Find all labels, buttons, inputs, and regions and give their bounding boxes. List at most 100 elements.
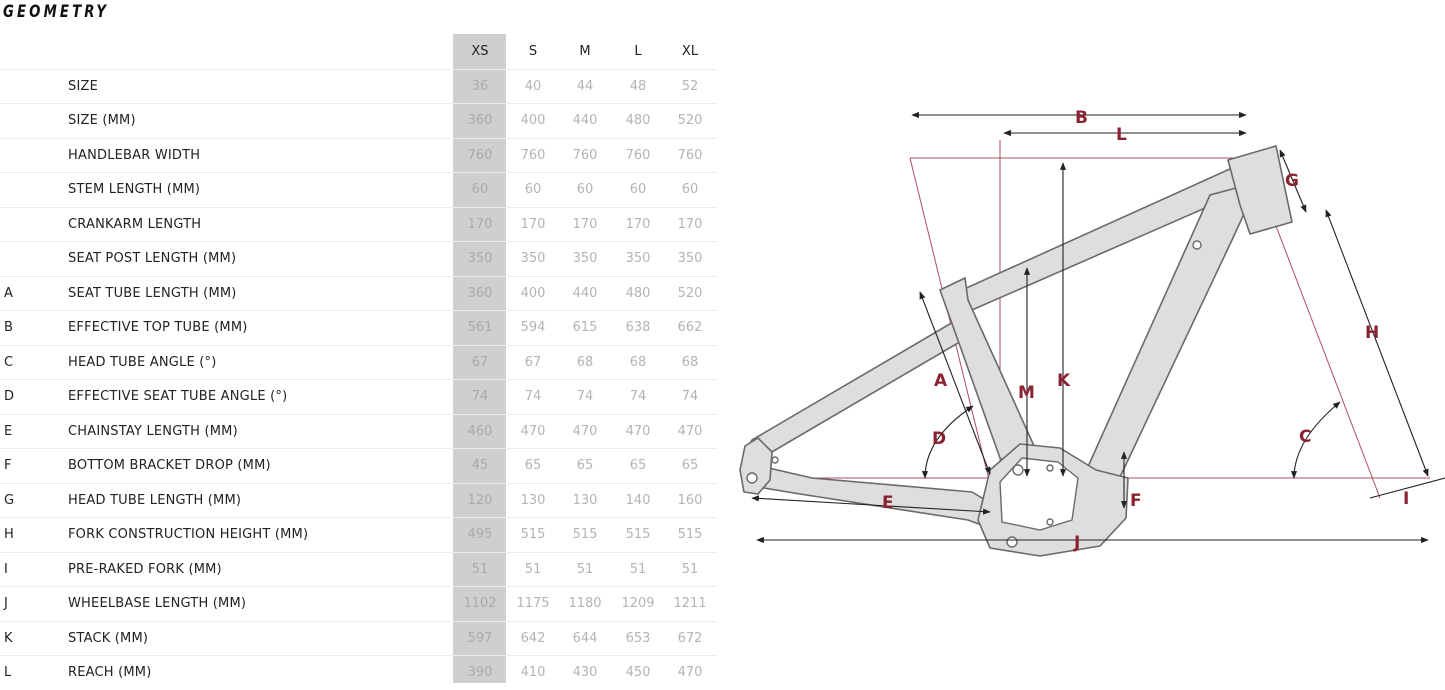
- size-value-xs: 67: [471, 354, 489, 370]
- size-value-l: 68: [629, 354, 647, 370]
- size-value-m: 470: [572, 423, 598, 439]
- dimension-label-c: C: [1299, 427, 1311, 447]
- size-value-xl: 662: [677, 320, 703, 336]
- size-value-m: 130: [572, 492, 598, 508]
- size-value-xl: 350: [677, 251, 703, 267]
- size-value-xl: 52: [681, 78, 699, 94]
- row-letter: [4, 208, 24, 242]
- row-label: WHEELBASE LENGTH (MM): [68, 596, 247, 612]
- dimension-label-a: A: [934, 371, 948, 391]
- size-value-s: 642: [520, 630, 546, 646]
- size-value-s: 1175: [516, 596, 550, 612]
- size-header-s: S: [528, 43, 538, 59]
- size-value-l: 350: [625, 251, 651, 267]
- size-header-xs: XS: [471, 43, 489, 59]
- size-value-xs: 51: [471, 561, 489, 577]
- size-value-s: 74: [524, 389, 542, 405]
- size-value-s: 67: [524, 354, 542, 370]
- row-letter: [4, 139, 24, 173]
- size-header-l: L: [634, 43, 642, 59]
- size-header-xl: XL: [681, 43, 699, 59]
- row-label: HEAD TUBE ANGLE (°): [68, 354, 217, 370]
- size-value-xl: 170: [677, 216, 703, 232]
- size-value-s: 410: [520, 665, 546, 681]
- size-value-l: 60: [629, 182, 647, 198]
- row-letter: D: [4, 389, 15, 405]
- dimension-arrows: [751, 111, 1445, 544]
- size-value-m: 74: [576, 389, 594, 405]
- size-value-s: 470: [520, 423, 546, 439]
- row-label: EFFECTIVE TOP TUBE (MM): [68, 320, 248, 336]
- row-letter: [4, 242, 24, 276]
- dimension-label-m: M: [1018, 383, 1035, 403]
- dimension-label-k: K: [1057, 371, 1071, 391]
- row-label: CRANKARM LENGTH: [68, 216, 202, 232]
- row-label: SEAT POST LENGTH (MM): [68, 251, 237, 267]
- table-header-row: XS S M L XL: [0, 34, 717, 69]
- size-value-xs: 60: [471, 182, 489, 198]
- row-label: EFFECTIVE SEAT TUBE ANGLE (°): [68, 389, 288, 405]
- size-value-l: 48: [629, 78, 647, 94]
- dimension-label-f: F: [1130, 491, 1142, 511]
- size-value-m: 760: [572, 147, 598, 163]
- size-value-m: 1180: [568, 596, 602, 612]
- size-value-l: 653: [625, 630, 651, 646]
- size-value-xl: 51: [681, 561, 699, 577]
- size-value-m: 51: [576, 561, 594, 577]
- size-value-xs: 74: [471, 389, 489, 405]
- size-value-s: 400: [520, 113, 546, 129]
- size-value-m: 44: [576, 78, 594, 94]
- dimension-label-d: D: [932, 429, 946, 449]
- size-value-m: 440: [572, 285, 598, 301]
- dimension-label-e: E: [882, 493, 894, 513]
- size-value-l: 480: [625, 285, 651, 301]
- dimension-label-h: H: [1365, 323, 1379, 343]
- row-label: BOTTOM BRACKET DROP (MM): [68, 458, 271, 474]
- size-value-xl: 672: [677, 630, 703, 646]
- size-value-s: 65: [524, 458, 542, 474]
- size-value-l: 450: [625, 665, 651, 681]
- bike-frame: [739, 145, 1293, 557]
- size-value-xl: 1211: [673, 596, 707, 612]
- size-value-xs: 597: [467, 630, 493, 646]
- row-letter: L: [4, 665, 12, 681]
- size-value-m: 615: [572, 320, 598, 336]
- row-letter: K: [4, 630, 13, 646]
- size-value-xs: 760: [467, 147, 493, 163]
- size-value-s: 51: [524, 561, 542, 577]
- size-value-s: 170: [520, 216, 546, 232]
- size-value-xs: 36: [471, 78, 489, 94]
- size-value-xs: 350: [467, 251, 493, 267]
- size-value-xl: 520: [677, 285, 703, 301]
- size-value-m: 65: [576, 458, 594, 474]
- size-value-xl: 470: [677, 423, 703, 439]
- size-value-m: 60: [576, 182, 594, 198]
- size-value-xs: 170: [467, 216, 493, 232]
- size-value-m: 350: [572, 251, 598, 267]
- guide-lines: [752, 140, 1430, 499]
- row-letter: C: [4, 354, 14, 370]
- size-value-s: 400: [520, 285, 546, 301]
- size-value-xl: 68: [681, 354, 699, 370]
- row-letter: G: [4, 492, 15, 508]
- size-value-l: 480: [625, 113, 651, 129]
- dimension-label-j: J: [1073, 533, 1080, 553]
- size-header-m: M: [579, 43, 591, 59]
- xs-column-highlight: [453, 34, 506, 683]
- size-value-m: 170: [572, 216, 598, 232]
- row-letter: E: [4, 423, 13, 439]
- row-label: SEAT TUBE LENGTH (MM): [68, 285, 237, 301]
- size-value-l: 51: [629, 561, 647, 577]
